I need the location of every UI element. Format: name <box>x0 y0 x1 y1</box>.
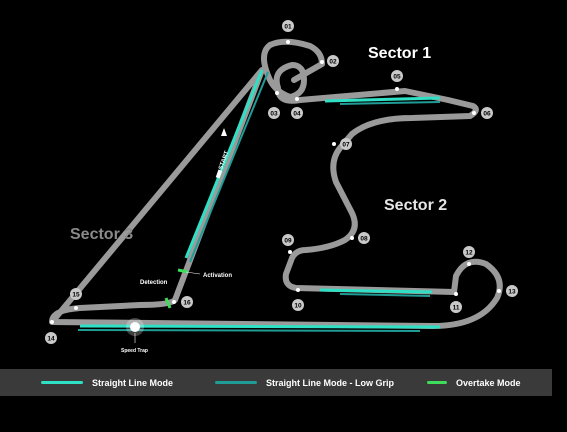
svg-text:03: 03 <box>270 111 278 118</box>
legend-label: Overtake Mode <box>456 377 521 388</box>
svg-text:05: 05 <box>393 74 401 81</box>
sector-3-label: Sector 3 <box>70 226 133 243</box>
legend-overtake-mode: Overtake Mode <box>427 369 521 396</box>
sector-2-label: Sector 2 <box>384 197 447 214</box>
svg-text:16: 16 <box>183 300 191 307</box>
legend-bar: Straight Line Mode Straight Line Mode - … <box>0 369 552 396</box>
corner-02: 02 <box>327 55 339 67</box>
legend-straight-line-mode: Straight Line Mode <box>41 369 173 396</box>
corner-13: 13 <box>506 285 518 297</box>
corner-12: 12 <box>463 246 475 258</box>
slm-main-straight <box>79 324 441 329</box>
corner-03: 03 <box>268 107 280 119</box>
svg-text:08: 08 <box>360 236 368 243</box>
activation-label: Activation <box>203 273 232 279</box>
corner-06: 06 <box>481 107 493 119</box>
svg-text:13: 13 <box>508 289 516 296</box>
corner-09: 09 <box>282 234 294 246</box>
detection-label: Detection <box>140 280 168 286</box>
sector-1-label: Sector 1 <box>368 45 431 62</box>
legend-swatch-green <box>427 381 447 384</box>
svg-text:04: 04 <box>293 111 301 118</box>
speed-trap-marker <box>126 318 144 343</box>
corner-16: 16 <box>181 296 193 308</box>
slm-start-straight <box>184 69 264 259</box>
svg-text:01: 01 <box>284 24 292 31</box>
overtake-marker <box>177 268 189 274</box>
corner-07: 07 <box>340 138 352 150</box>
legend-swatch-dark-teal <box>215 381 257 384</box>
slm-sector1-straight <box>324 96 441 103</box>
speed-trap-label: Speed Trap <box>121 348 148 354</box>
corner-14: 14 <box>45 332 57 344</box>
track-outline <box>49 38 503 329</box>
corner-15: 15 <box>70 288 82 300</box>
svg-text:07: 07 <box>342 142 350 149</box>
legend-swatch-teal <box>41 381 83 384</box>
corner-10: 10 <box>292 299 304 311</box>
corner-01: 01 <box>282 20 294 32</box>
corner-11: 11 <box>450 301 462 313</box>
legend-label: Straight Line Mode - Low Grip <box>266 377 394 388</box>
svg-text:14: 14 <box>47 336 55 343</box>
slm-sector1-straight-low <box>339 101 441 105</box>
slm-back-straight <box>319 288 433 294</box>
overtake-marker-2 <box>164 297 172 309</box>
svg-text:11: 11 <box>453 305 460 312</box>
svg-text:10: 10 <box>294 303 302 310</box>
svg-text:06: 06 <box>483 111 491 118</box>
corner-05: 05 <box>391 70 403 82</box>
corner-08: 08 <box>358 232 370 244</box>
legend-label: Straight Line Mode <box>92 377 173 388</box>
legend-straight-line-mode-low-grip: Straight Line Mode - Low Grip <box>215 369 394 396</box>
svg-text:02: 02 <box>329 59 337 66</box>
svg-text:09: 09 <box>284 238 292 245</box>
corner-04: 04 <box>291 107 303 119</box>
slm-back-straight-low <box>339 293 431 297</box>
slm-start-straight-low <box>189 71 269 263</box>
svg-text:12: 12 <box>465 250 473 257</box>
svg-text:15: 15 <box>72 292 80 299</box>
